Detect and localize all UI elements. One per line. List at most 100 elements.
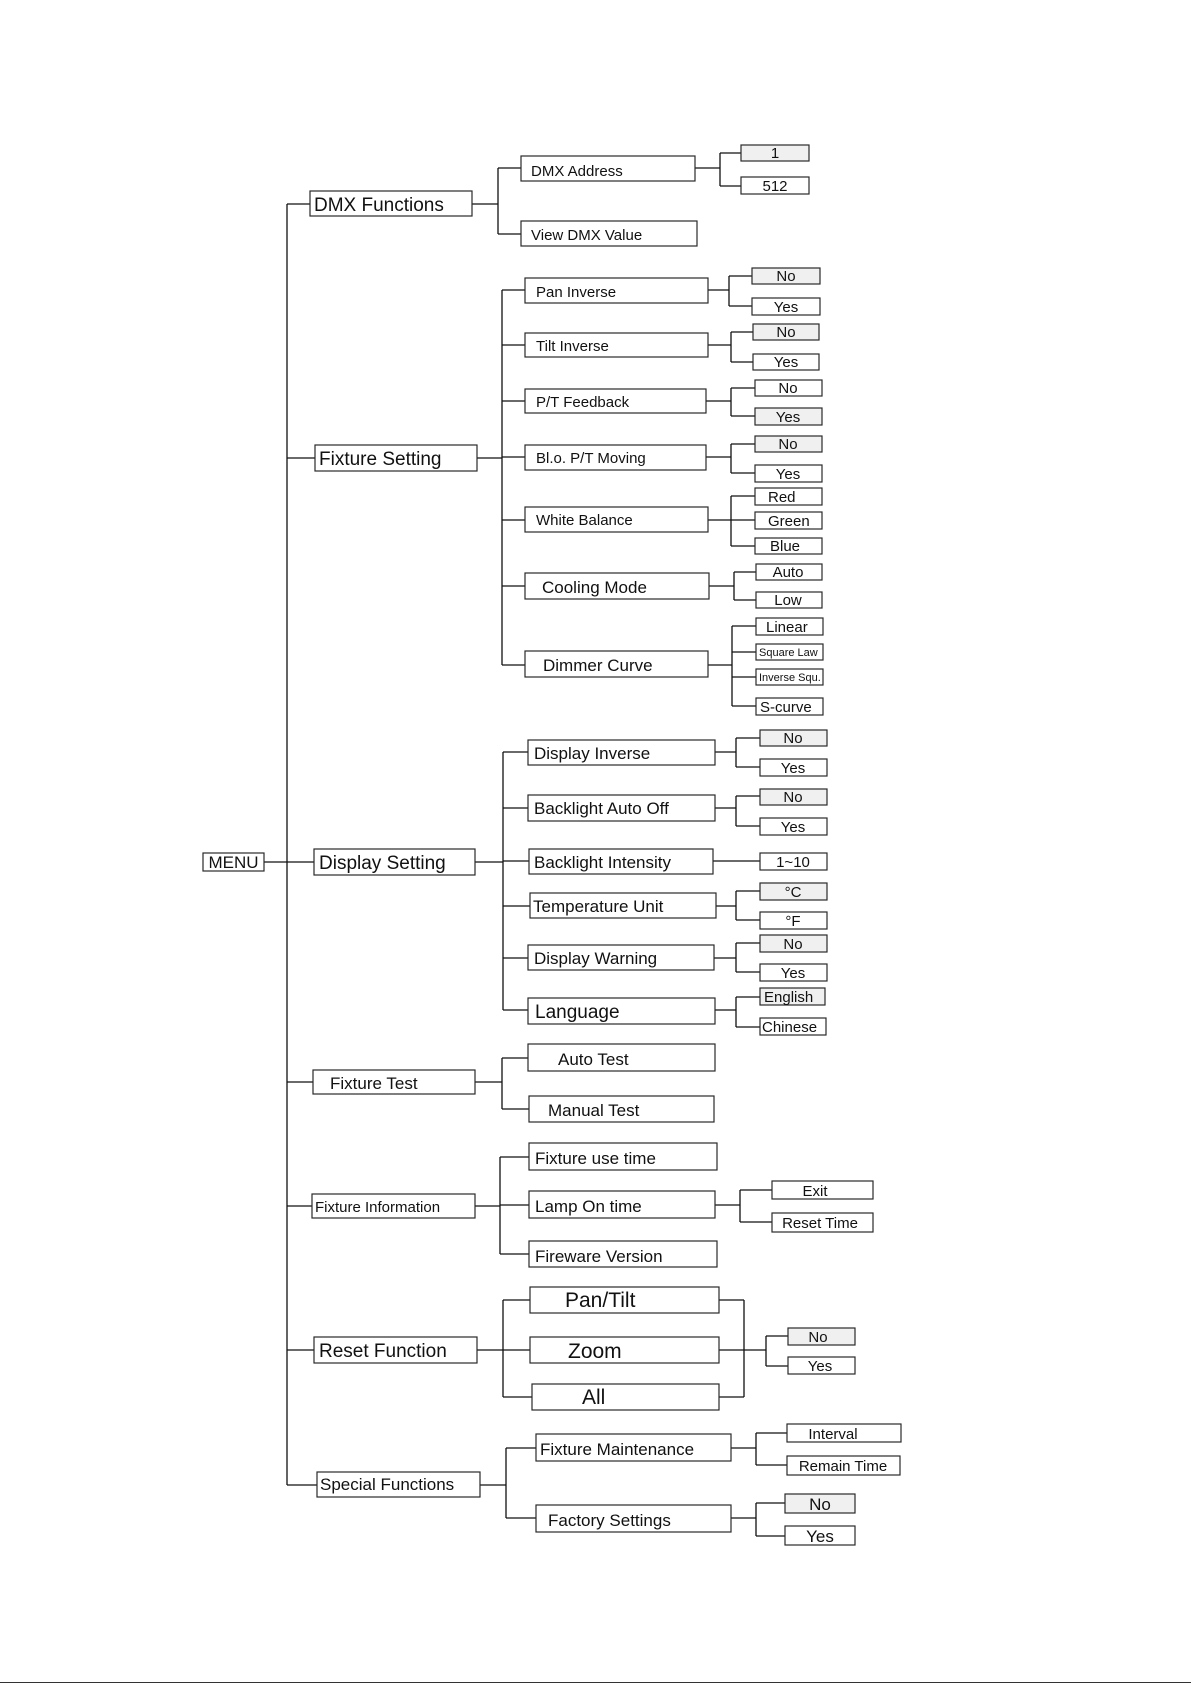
blo-pt-moving-no[interactable]: No xyxy=(754,435,823,453)
backlight-auto-off-no[interactable]: No xyxy=(759,788,828,806)
display-inverse-yes-label: Yes xyxy=(781,760,805,777)
temperature-unit-celsius-label: °C xyxy=(785,884,802,901)
zoom-node[interactable]: Zoom xyxy=(529,1336,720,1364)
special-functions-node[interactable]: Special Functions xyxy=(316,1471,481,1498)
auto-test-node[interactable]: Auto Test xyxy=(527,1043,716,1072)
special-functions-label: Special Functions xyxy=(320,1475,454,1494)
tilt-inverse-yes[interactable]: Yes xyxy=(752,353,820,371)
dimmer-curve-node[interactable]: Dimmer Curve xyxy=(524,650,709,678)
lamp-on-time-node[interactable]: Lamp On time xyxy=(528,1190,716,1219)
fixture-use-time-node[interactable]: Fixture use time xyxy=(528,1142,718,1171)
all-node[interactable]: All xyxy=(531,1383,720,1411)
tilt-inverse-node[interactable]: Tilt Inverse xyxy=(524,332,709,358)
fixture-maintenance-interval[interactable]: Interval xyxy=(786,1423,902,1443)
backlight-auto-off-node[interactable]: Backlight Auto Off xyxy=(527,794,716,822)
pan-tilt-node[interactable]: Pan/Tilt xyxy=(529,1286,720,1314)
blo-pt-moving-label: Bl.o. P/T Moving xyxy=(536,450,646,467)
white-balance-red[interactable]: Red xyxy=(754,487,823,506)
white-balance-green-label: Green xyxy=(768,513,810,530)
reset-function-yes[interactable]: Yes xyxy=(787,1356,856,1375)
temperature-unit-fahrenheit[interactable]: °F xyxy=(759,911,828,930)
language-english[interactable]: English xyxy=(759,987,826,1006)
fixture-maintenance-node[interactable]: Fixture Maintenance xyxy=(535,1433,732,1462)
factory-settings-label: Factory Settings xyxy=(548,1511,671,1530)
reset-function-no[interactable]: No xyxy=(787,1327,856,1346)
backlight-intensity-range[interactable]: 1~10 xyxy=(759,852,828,871)
manual-test-node[interactable]: Manual Test xyxy=(528,1095,715,1123)
fixture-setting-node[interactable]: Fixture Setting xyxy=(314,444,478,472)
manual-test-label: Manual Test xyxy=(548,1101,640,1120)
factory-settings-yes-label: Yes xyxy=(806,1527,834,1546)
display-warning-node[interactable]: Display Warning xyxy=(527,944,715,971)
dimmer-curve-inverse-squ[interactable]: Inverse Squ. xyxy=(755,668,824,686)
backlight-intensity-node[interactable]: Backlight Intensity xyxy=(528,848,714,875)
white-balance-node[interactable]: White Balance xyxy=(524,506,709,533)
display-warning-yes-label: Yes xyxy=(781,965,805,982)
language-english-label: English xyxy=(764,989,813,1006)
tilt-inverse-no-label: No xyxy=(776,324,795,341)
fireware-version-label: Fireware Version xyxy=(535,1247,663,1266)
language-node[interactable]: Language xyxy=(527,997,716,1025)
language-chinese[interactable]: Chinese xyxy=(759,1017,827,1036)
dimmer-curve-linear[interactable]: Linear xyxy=(755,617,824,636)
display-warning-yes[interactable]: Yes xyxy=(759,963,828,982)
cooling-mode-auto[interactable]: Auto xyxy=(755,563,823,581)
white-balance-blue[interactable]: Blue xyxy=(754,537,823,555)
fixture-maintenance-label: Fixture Maintenance xyxy=(540,1440,694,1459)
display-warning-no[interactable]: No xyxy=(759,934,828,953)
dmx-functions-node[interactable]: DMX Functions xyxy=(309,190,473,217)
pan-inverse-node[interactable]: Pan Inverse xyxy=(524,277,709,304)
reset-function-yes-label: Yes xyxy=(808,1358,832,1375)
temperature-unit-node[interactable]: Temperature Unit xyxy=(529,892,717,919)
cooling-mode-node[interactable]: Cooling Mode xyxy=(524,572,710,600)
dimmer-curve-s-curve[interactable]: S-curve xyxy=(755,697,824,716)
lamp-on-time-reset-time-label: Reset Time xyxy=(782,1215,858,1232)
display-inverse-no[interactable]: No xyxy=(759,729,828,747)
fixture-information-node[interactable]: Fixture Information xyxy=(311,1193,476,1219)
pan-inverse-no[interactable]: No xyxy=(751,267,821,285)
reset-function-no-label: No xyxy=(808,1329,827,1346)
factory-settings-no[interactable]: No xyxy=(784,1493,856,1514)
display-inverse-node[interactable]: Display Inverse xyxy=(527,739,716,766)
white-balance-label: White Balance xyxy=(536,512,633,529)
menu-node[interactable]: MENU xyxy=(202,852,265,872)
cooling-mode-auto-label: Auto xyxy=(773,564,804,581)
dimmer-curve-square-law[interactable]: Square Law xyxy=(755,643,824,661)
white-balance-green[interactable]: Green xyxy=(754,511,823,530)
fixture-information-label: Fixture Information xyxy=(315,1199,440,1216)
dmx-address-node[interactable]: DMX Address xyxy=(520,155,696,182)
fixture-maintenance-remain-time[interactable]: Remain Time xyxy=(786,1455,901,1476)
blo-pt-moving-yes-label: Yes xyxy=(776,466,800,483)
blo-pt-moving-yes[interactable]: Yes xyxy=(754,464,823,483)
pan-inverse-label: Pan Inverse xyxy=(536,284,616,301)
factory-settings-node[interactable]: Factory Settings xyxy=(535,1504,732,1533)
view-dmx-value-label: View DMX Value xyxy=(531,227,642,244)
temperature-unit-celsius[interactable]: °C xyxy=(759,882,828,901)
backlight-auto-off-no-label: No xyxy=(783,789,802,806)
address-min-node[interactable]: 1 xyxy=(740,144,810,162)
display-setting-label: Display Setting xyxy=(319,853,446,874)
reset-function-node[interactable]: Reset Function xyxy=(313,1336,478,1364)
lamp-on-time-exit-label: Exit xyxy=(802,1183,828,1200)
backlight-auto-off-yes[interactable]: Yes xyxy=(759,817,828,836)
cooling-mode-low[interactable]: Low xyxy=(755,591,823,609)
lamp-on-time-label: Lamp On time xyxy=(535,1197,642,1216)
pt-feedback-yes[interactable]: Yes xyxy=(754,407,823,426)
tilt-inverse-no[interactable]: No xyxy=(752,323,820,341)
factory-settings-yes[interactable]: Yes xyxy=(784,1525,856,1546)
fixture-test-node[interactable]: Fixture Test xyxy=(312,1069,476,1095)
all-label: All xyxy=(582,1386,605,1409)
fireware-version-node[interactable]: Fireware Version xyxy=(528,1240,718,1268)
pt-feedback-no[interactable]: No xyxy=(754,379,823,397)
display-setting-node[interactable]: Display Setting xyxy=(313,848,476,876)
temperature-unit-fahrenheit-label: °F xyxy=(785,913,800,930)
lamp-on-time-reset-time[interactable]: Reset Time xyxy=(771,1212,874,1233)
view-dmx-value-node[interactable]: View DMX Value xyxy=(520,220,698,247)
cooling-mode-low-label: Low xyxy=(774,592,802,609)
pan-inverse-yes[interactable]: Yes xyxy=(751,297,821,316)
address-max-node[interactable]: 512 xyxy=(740,176,810,195)
blo-pt-moving-node[interactable]: Bl.o. P/T Moving xyxy=(524,444,707,471)
pt-feedback-node[interactable]: P/T Feedback xyxy=(524,388,707,414)
display-inverse-yes[interactable]: Yes xyxy=(759,758,828,777)
lamp-on-time-exit[interactable]: Exit xyxy=(771,1180,874,1200)
